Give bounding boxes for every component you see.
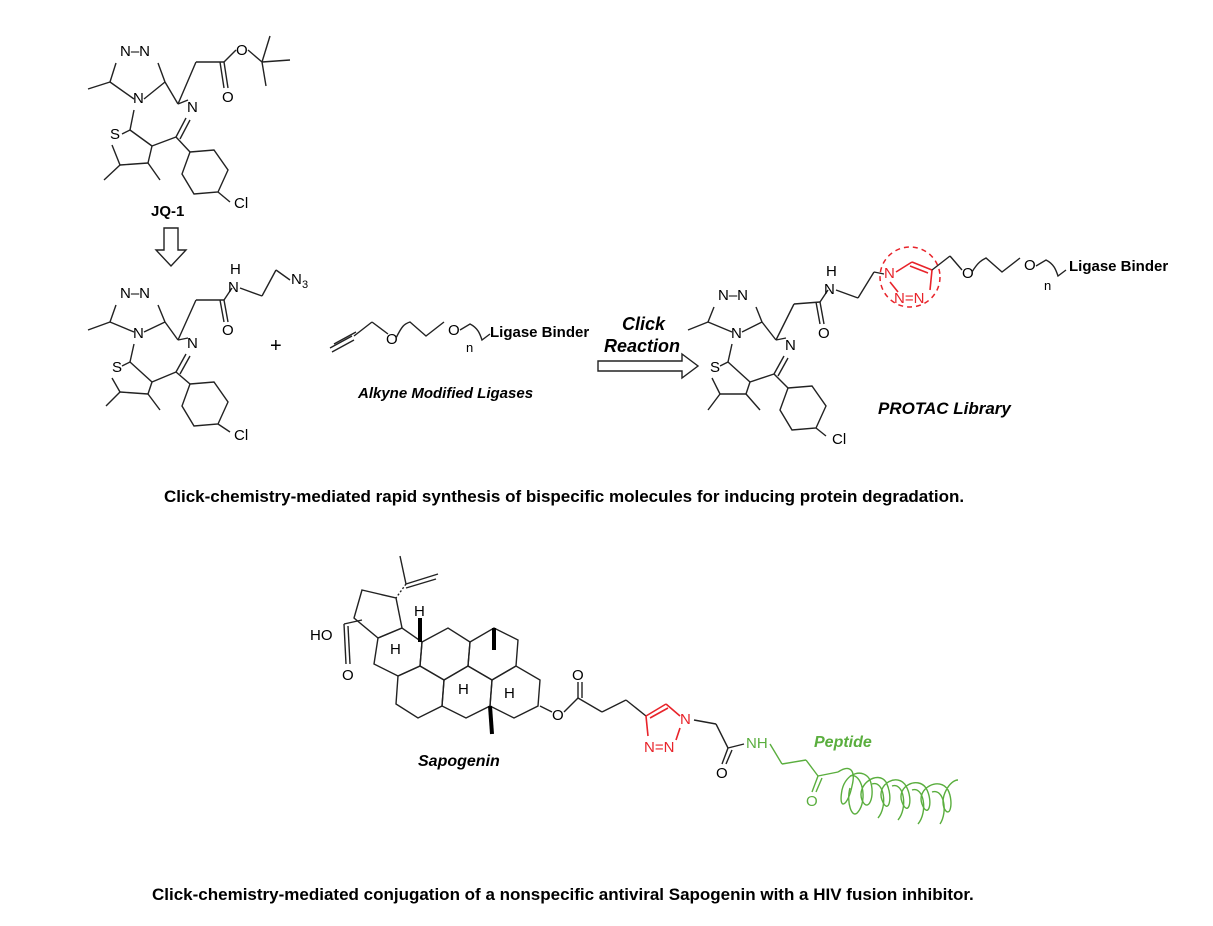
atom-o: O <box>342 667 354 684</box>
atom-n: N <box>785 337 796 354</box>
atom-cl: Cl <box>234 195 248 212</box>
atom-o: O <box>222 89 234 106</box>
right-arrow-icon <box>597 352 700 380</box>
atom-n-red: N <box>680 711 691 728</box>
atom-n: N <box>228 279 239 296</box>
triazole-ring: N N=N <box>879 246 941 308</box>
atom-o: O <box>222 322 234 339</box>
atom-sub3: 3 <box>302 279 308 291</box>
atom-h: H <box>458 681 469 698</box>
atom-n: N <box>187 335 198 352</box>
triazole-ring-bottom: N N=N <box>644 703 691 756</box>
label-ligase-binder: Ligase Binder <box>1069 258 1168 275</box>
sapogenin-structure: H H H H HO O O O <box>310 555 647 735</box>
atom-h: H <box>390 641 401 658</box>
atom-n-red: N=N <box>644 739 674 756</box>
linker-structure: O <box>693 719 745 782</box>
protac-structure: N–N N O H N N N=N O O <box>687 246 1067 448</box>
label-sapogenin: Sapogenin <box>418 753 500 770</box>
atom-cl: Cl <box>832 431 846 448</box>
atom-ho: HO <box>310 627 333 644</box>
label-peptide: Peptide <box>814 734 872 751</box>
plus-sign: + <box>270 335 282 357</box>
atom-n: N <box>133 90 144 107</box>
alkyne-ligase-structure: O O n <box>329 321 491 355</box>
caption-bottom: Click-chemistry-mediated conjugation of … <box>152 885 974 904</box>
atom-n: N <box>187 99 198 116</box>
atom-h: H <box>826 263 837 280</box>
subscript-n: n <box>1044 278 1051 293</box>
label-jq1: JQ-1 <box>151 203 184 220</box>
atom-o: O <box>552 707 564 724</box>
atom-h: H <box>504 685 515 702</box>
atom-o: O <box>572 667 584 684</box>
atom-o-green: O <box>806 793 818 810</box>
label-protac-library: PROTAC Library <box>878 399 1012 418</box>
label-alkyne-modified-ligases: Alkyne Modified Ligases <box>357 385 533 402</box>
atom-nh-green: NH <box>746 735 768 752</box>
peptide-helix <box>837 767 959 813</box>
atom-o: O <box>962 265 974 282</box>
atom-s: S <box>112 359 122 376</box>
atom-n: N <box>731 325 742 342</box>
caption-top: Click-chemistry-mediated rapid synthesis… <box>164 487 964 506</box>
atom-n: N <box>133 325 144 342</box>
atom-o: O <box>236 42 248 59</box>
atom-n: N <box>824 281 835 298</box>
atom-n: N–N <box>120 43 150 60</box>
atom-o: O <box>818 325 830 342</box>
down-arrow-icon <box>154 227 188 268</box>
atom-n3: N <box>291 271 302 288</box>
peptide-structure: NH O <box>746 735 959 825</box>
label-click: Click <box>622 314 666 334</box>
label-reaction: Reaction <box>604 336 680 356</box>
atom-n-red: N <box>884 265 895 282</box>
jq1-azide-structure: N–N N O H N N 3 N S <box>87 261 308 444</box>
atom-s: S <box>110 126 120 143</box>
atom-s: S <box>710 359 720 376</box>
atom-h: H <box>230 261 241 278</box>
atom-n: N–N <box>718 287 748 304</box>
atom-o: O <box>716 765 728 782</box>
atom-h: H <box>414 603 425 620</box>
subscript-n: n <box>466 340 473 355</box>
atom-o: O <box>386 331 398 348</box>
atom-o: O <box>1024 257 1036 274</box>
atom-n: N–N <box>120 285 150 302</box>
atom-o: O <box>448 322 460 339</box>
atom-n-red: N=N <box>894 290 924 307</box>
atom-cl: Cl <box>234 427 248 444</box>
label-ligase-binder: Ligase Binder <box>490 324 589 341</box>
jq1-structure: N–N N O O N S <box>87 35 291 212</box>
